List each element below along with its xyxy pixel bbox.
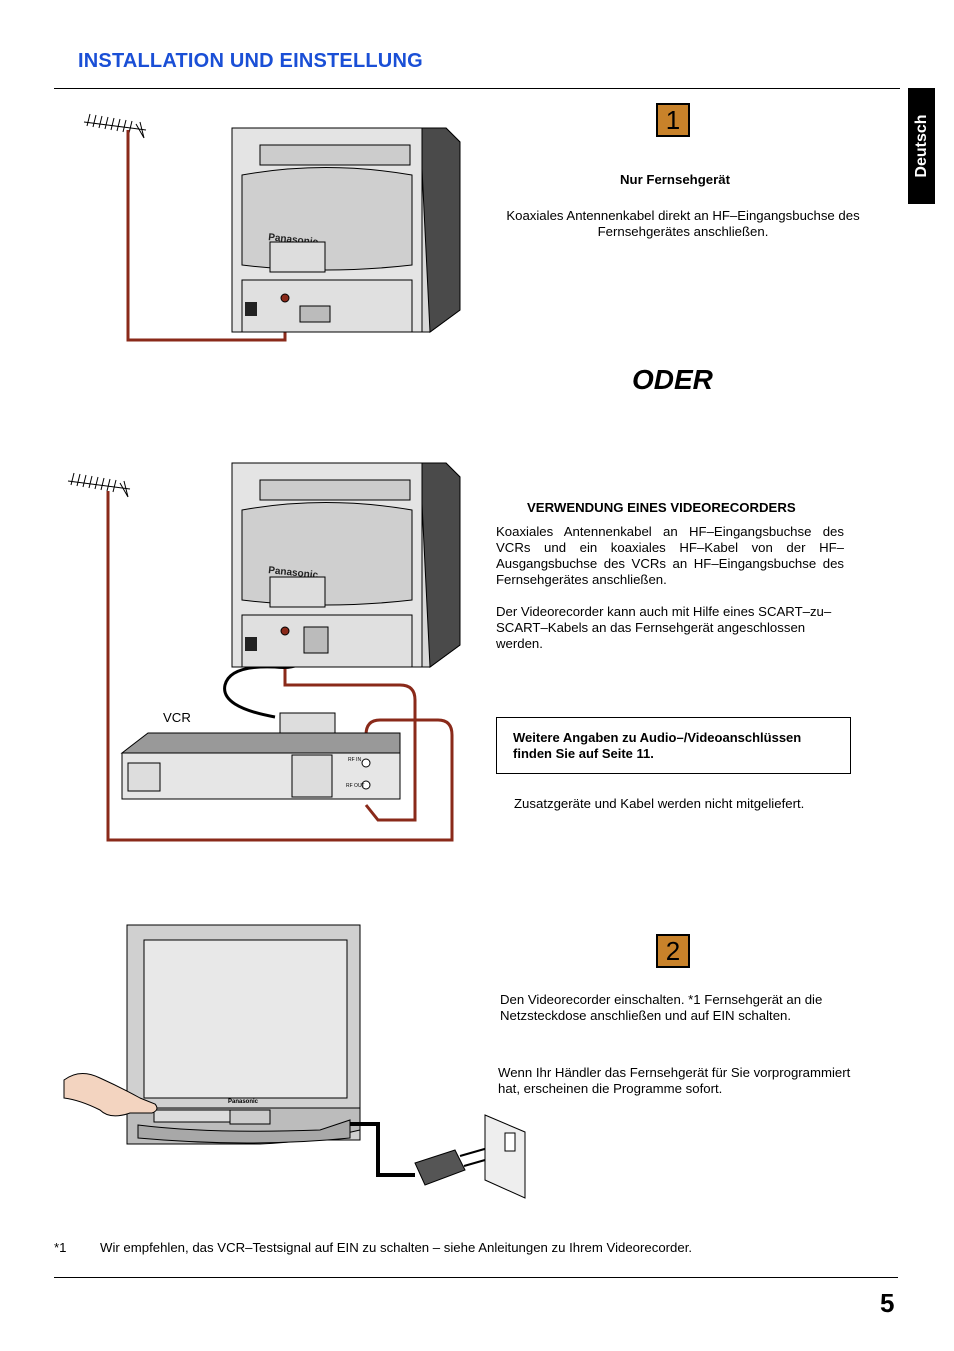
- page-title: INSTALLATION UND EINSTELLUNG: [78, 50, 423, 72]
- vcr-paragraph-1: Koaxiales Antennenkabel an HF–Eingangsbu…: [496, 524, 844, 587]
- svg-text:RF IN: RF IN: [348, 757, 361, 763]
- tv-front-illustration: Panasonic: [63, 924, 526, 1199]
- oder-separator: ODER: [632, 364, 713, 395]
- vcr-label: VCR: [163, 710, 191, 725]
- step-1-badge: 1: [656, 103, 690, 137]
- step-2-text-1: Den Videorecorder einschalten. *1 Fernse…: [500, 992, 823, 1023]
- svg-text:Panasonic: Panasonic: [228, 1099, 259, 1105]
- step-2-text-2: Wenn Ihr Händler das Fernsehgerät für Si…: [498, 1065, 851, 1096]
- tv-back-icon: Panasonic: [231, 462, 461, 668]
- page-number: 5: [880, 1288, 895, 1318]
- tv-only-illustration: Panasonic: [83, 113, 461, 342]
- antenna-icon: [67, 472, 131, 498]
- top-rule: [54, 88, 900, 89]
- vcr-icon: [120, 712, 401, 800]
- tv-back-icon: Panasonic: [231, 127, 461, 333]
- antenna-icon: [83, 113, 147, 139]
- language-tab-label: Deutsch: [912, 114, 930, 178]
- footnote-marker: *1: [54, 1240, 67, 1255]
- vcr-paragraph-2: Der Videorecorder kann auch mit Hilfe ei…: [496, 604, 832, 651]
- bottom-rule: [54, 1277, 898, 1278]
- tv-front-icon: Panasonic: [126, 924, 361, 1145]
- step-1-text: Koaxiales Antennenkabel direkt an HF–Ein…: [506, 208, 860, 239]
- wall-socket-icon: [484, 1114, 526, 1199]
- step-1-heading: Nur Fernsehgerät: [620, 172, 730, 187]
- note-box: Weitere Angaben zu Audio–/Videoanschlüss…: [496, 717, 851, 774]
- accessories-note: Zusatzgeräte und Kabel werden nicht mitg…: [514, 796, 805, 811]
- plug-icon: [414, 1147, 493, 1186]
- vcr-illustration: Panasonic RF IN RF OUT: [67, 462, 461, 842]
- footnote-text: Wir empfehlen, das VCR–Testsignal auf EI…: [100, 1240, 693, 1255]
- vcr-heading: VERWENDUNG EINES VIDEORECORDERS: [527, 500, 796, 515]
- language-tab: Deutsch: [908, 88, 935, 204]
- svg-text:RF OUT: RF OUT: [346, 783, 365, 789]
- hand-icon: [63, 1073, 158, 1117]
- step-2-badge: 2: [656, 934, 690, 968]
